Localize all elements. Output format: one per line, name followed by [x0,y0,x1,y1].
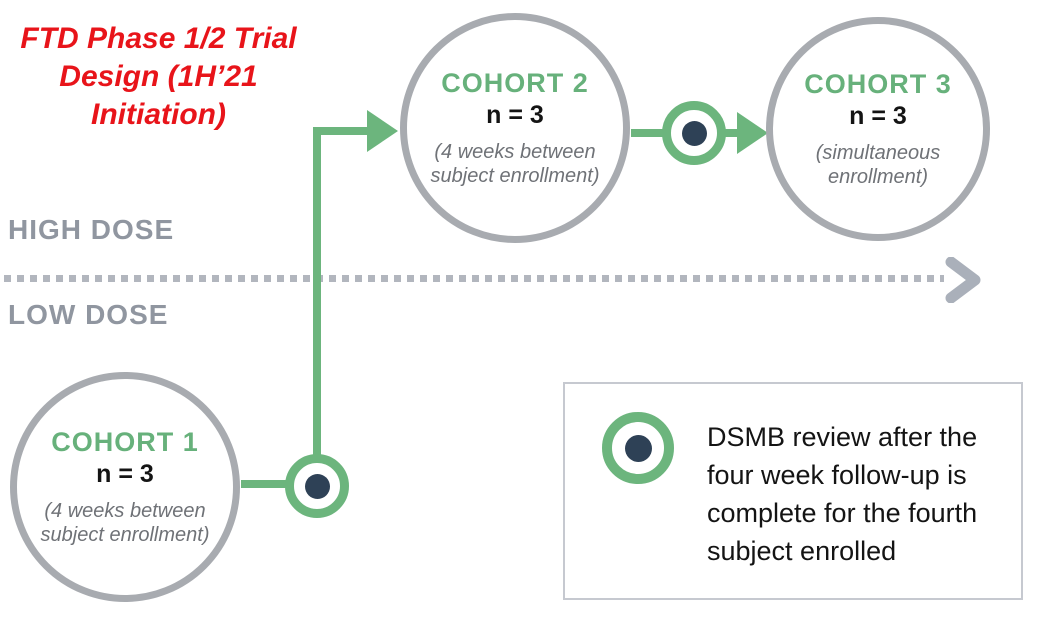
cohort1-n: n = 3 [96,459,154,488]
dsmb-review-icon [285,454,349,518]
low-dose-label: LOW DOSE [8,299,169,330]
cohort2-circle: COHORT 2 n = 3 (4 weeks between subject … [400,13,630,243]
cohort1-note: (4 weeks between subject enrollment) [40,499,210,546]
chevron-right-icon [945,257,981,303]
cohort1-circle: COHORT 1 n = 3 (4 weeks between subject … [10,372,240,602]
connector-cohort2-to-dsmb [631,129,664,137]
cohort3-n: n = 3 [849,101,907,130]
cohort2-n: n = 3 [486,100,544,129]
cohort2-note: (4 weeks between subject enrollment) [430,140,600,187]
legend-text: DSMB review after the four week follow-u… [707,422,978,567]
connector-dsmb-vertical [313,127,321,458]
arrowhead-into-cohort2-icon [367,110,398,152]
cohort2-name: COHORT 2 [441,67,589,98]
bullseye-dot [304,473,330,499]
dose-axis-dotted-line [4,275,944,282]
connector-dsmb-to-cohort3 [724,129,739,137]
cohort3-note: (simultaneous enrollment) [815,141,941,188]
high-dose-label: HIGH DOSE [8,214,175,245]
bullseye-dot [624,434,652,462]
arrowhead-into-cohort3-icon [737,112,768,154]
cohort3-name: COHORT 3 [804,68,952,99]
legend-dsmb-review-icon [602,412,674,484]
dsmb-review-icon [662,101,726,165]
connector-cohort1-to-dsmb [241,480,287,488]
legend-box: DSMB review after the four week follow-u… [563,382,1023,600]
cohort3-circle: COHORT 3 n = 3 (simultaneous enrollment) [766,17,990,241]
connector-elbow-to-cohort2 [313,127,369,135]
cohort1-name: COHORT 1 [51,426,199,457]
bullseye-dot [681,120,707,146]
slide-title: FTD Phase 1/2 Trial Design (1H’21 Initia… [20,22,297,131]
